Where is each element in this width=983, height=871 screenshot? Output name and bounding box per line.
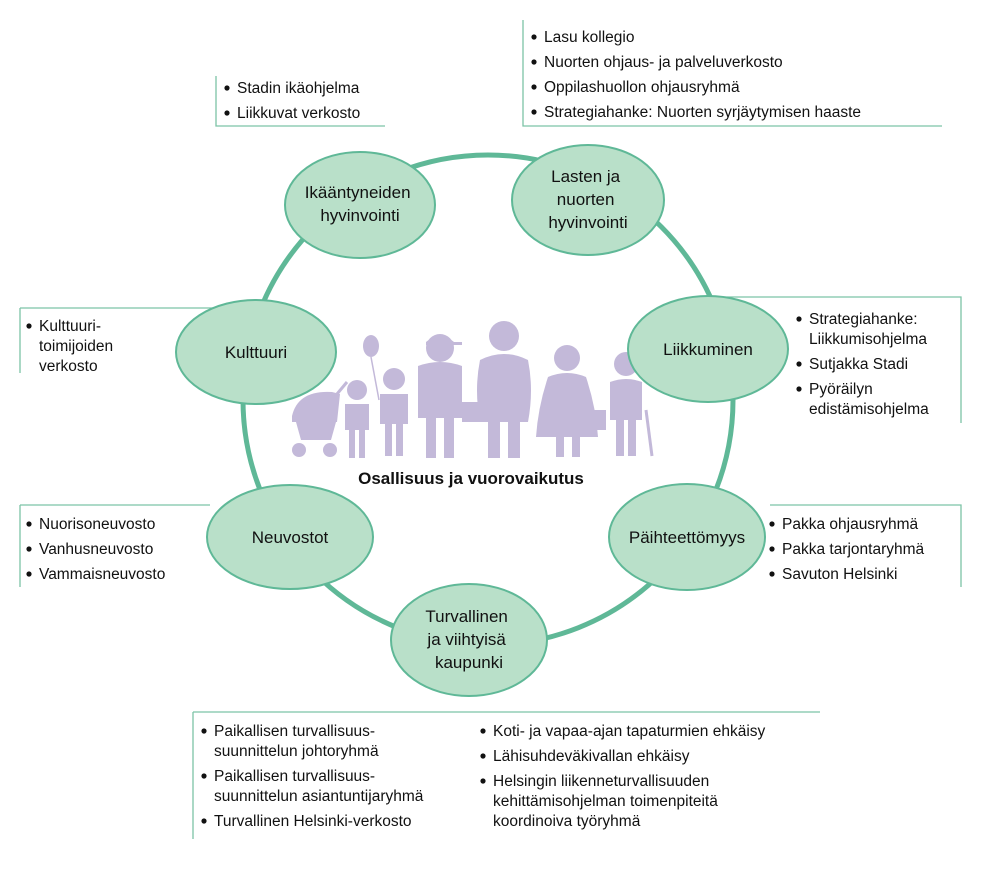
svg-text:Turvallinen ja viihtyisä: Turvallinen ja viihtyisä kaupunki	[425, 607, 512, 672]
bullet-dot	[26, 521, 32, 527]
list-item-text: Lähisuhdeväkivallan ehkäisy	[493, 748, 690, 765]
node-neuvostot[interactable]: Neuvostot	[206, 484, 374, 590]
node-ikaantyneiden-hyvinvointi[interactable]: Ikääntyneiden hyvinvointi	[284, 151, 436, 259]
list-item-text: kehittämisohjelman toimenpiteitä	[493, 793, 718, 810]
list-item-text: Lasu kollegio	[544, 29, 634, 46]
callout-lines	[19, 20, 962, 839]
bullet-dot	[26, 546, 32, 552]
list-item-text: Turvallinen Helsinki-verkosto	[214, 813, 412, 830]
node-turvallinen-ja-viihtyisa-kaupunki[interactable]: Turvallinen ja viihtyisä kaupunki	[390, 583, 548, 697]
svg-text:Neuvostot: Neuvostot	[252, 528, 329, 547]
bullet-dot	[480, 728, 486, 734]
node-kulttuuri[interactable]: Kulttuuri	[175, 299, 337, 405]
bullet-dot	[201, 818, 207, 824]
list-item-text: Vammaisneuvosto	[39, 566, 165, 583]
bullet-dot	[769, 571, 775, 577]
list-item-text: Liikkumisohjelma	[809, 331, 927, 348]
list-item-text: Strategiahanke: Nuorten syrjäytymisen ha…	[544, 104, 861, 121]
list-item-text: Sutjakka Stadi	[809, 356, 908, 373]
node-label-line: hyvinvointi	[548, 213, 627, 232]
list-item-text: suunnittelun johtoryhmä	[214, 743, 379, 760]
bullet-dot	[480, 753, 486, 759]
bullet-dot	[201, 773, 207, 779]
bullet-dot	[769, 546, 775, 552]
node-label-line: Neuvostot	[252, 528, 329, 547]
node-label-line: Päihteettömyys	[629, 528, 745, 547]
list-item-text: edistämisohjelma	[809, 401, 929, 418]
node-label-line: nuorten	[557, 190, 615, 209]
list-item-text: suunnittelun asiantuntijaryhmä	[214, 788, 424, 805]
bullet-dot	[26, 323, 32, 329]
list-item-text: Oppilashuollon ohjausryhmä	[544, 79, 740, 96]
list-item-text: Strategiahanke:	[809, 311, 918, 328]
node-lasten-ja-nuorten-hyvinvointi[interactable]: Lasten ja nuorten hyvinvointi	[511, 144, 665, 256]
node-label-line: hyvinvointi	[320, 206, 399, 225]
list-item-text: Liikkuvat verkosto	[237, 105, 360, 122]
list-item-text: Kulttuuri-	[39, 318, 101, 335]
svg-text:Päihteettömyys: Päihteettömyys	[629, 528, 745, 547]
svg-text:Kulttuuri: Kulttuuri	[225, 343, 287, 362]
list-item-text: Pakka ohjausryhmä	[782, 516, 919, 533]
node-label-line: Liikkuminen	[663, 340, 753, 359]
list-item-text: Nuorisoneuvosto	[39, 516, 155, 533]
bullet-dot	[201, 728, 207, 734]
bullet-dot	[26, 571, 32, 577]
list-item-text: verkosto	[39, 358, 98, 375]
node-label-line: Ikääntyneiden	[305, 183, 411, 202]
people-illustration	[292, 321, 654, 458]
bullet-dot	[224, 110, 230, 116]
bullet-dot	[796, 361, 802, 367]
list-item-text: Paikallisen turvallisuus-	[214, 723, 375, 740]
node-label-line: ja viihtyisä	[426, 630, 506, 649]
list-item-text: Nuorten ohjaus- ja palveluverkosto	[544, 54, 783, 71]
list-item-text: Pakka tarjontaryhmä	[782, 541, 925, 558]
list-item-text: Paikallisen turvallisuus-	[214, 768, 375, 785]
bullet-dot	[796, 316, 802, 322]
bullet-dot	[531, 34, 537, 40]
list-item-text: Koti- ja vapaa-ajan tapaturmien ehkäisy	[493, 723, 766, 740]
node-label-line: Kulttuuri	[225, 343, 287, 362]
bullet-dot	[531, 59, 537, 65]
list-item-text: Pyöräilyn	[809, 381, 873, 398]
node-label-line: kaupunki	[435, 653, 503, 672]
bullet-dot	[531, 84, 537, 90]
list-item-text: Savuton Helsinki	[782, 566, 897, 583]
bullet-dot	[531, 109, 537, 115]
list-item-text: Stadin ikäohjelma	[237, 80, 360, 97]
bullet-dot	[769, 521, 775, 527]
svg-text:Lasten ja nuorten: Lasten ja nuorten hyvinvointi	[548, 167, 627, 232]
bullet-dot	[480, 778, 486, 784]
list-item-text: toimijoiden	[39, 338, 113, 355]
node-label-line: Turvallinen	[425, 607, 508, 626]
list-item-text: Helsingin liikenneturvallisuuden	[493, 773, 709, 790]
node-paihteettomyys[interactable]: Päihteettömyys	[608, 483, 766, 591]
svg-text:Liikkuminen: Liikkuminen	[663, 340, 753, 359]
node-liikkuminen[interactable]: Liikkuminen	[627, 295, 789, 403]
center-title: Osallisuus ja vuorovaikutus	[358, 469, 584, 488]
list-item-text: koordinoiva työryhmä	[493, 813, 641, 830]
bullet-dot	[224, 85, 230, 91]
bullet-dot	[796, 386, 802, 392]
svg-text:Ikääntyneiden hyvinvoint: Ikääntyneiden hyvinvointi	[305, 183, 416, 225]
list-item-text: Vanhusneuvosto	[39, 541, 153, 558]
node-label-line: Lasten ja	[551, 167, 621, 186]
